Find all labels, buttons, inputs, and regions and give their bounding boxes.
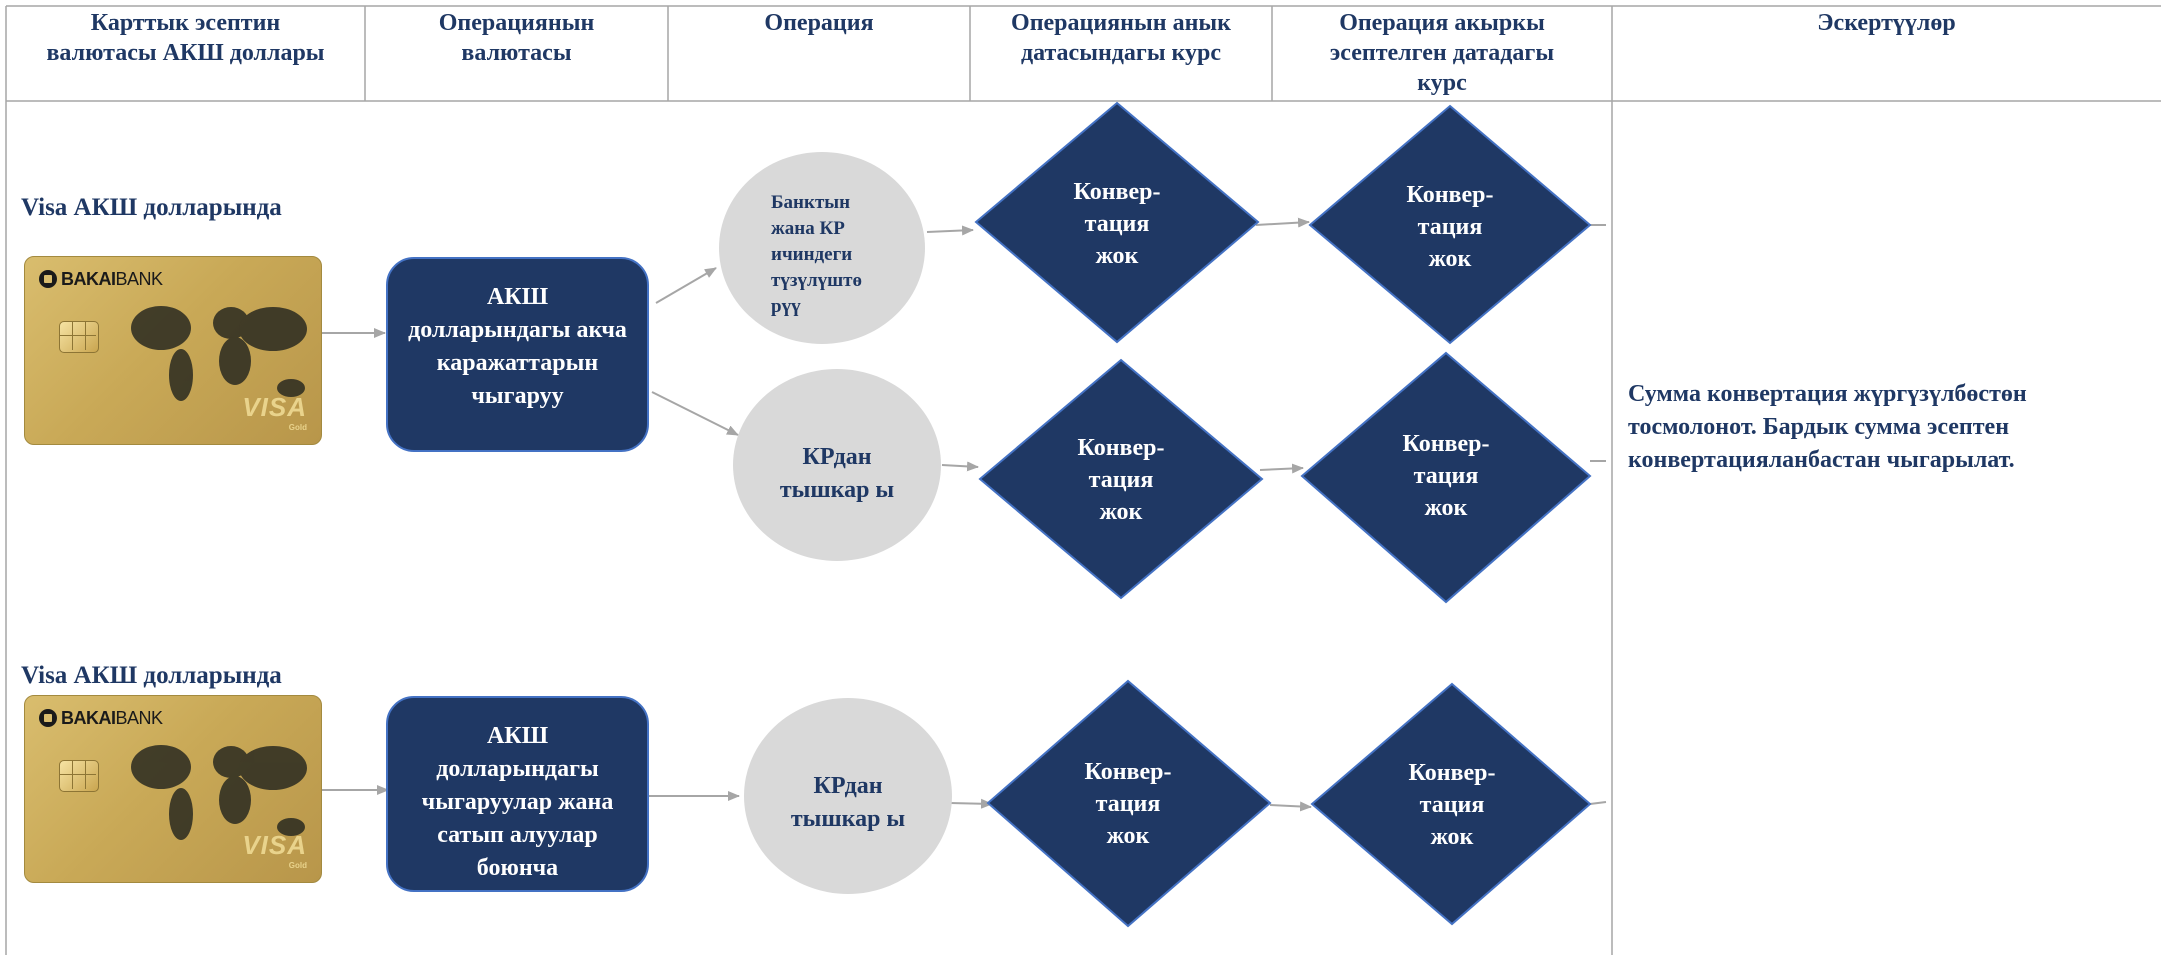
chip-icon bbox=[59, 321, 99, 353]
row2-op1-final-text: Конвер- тация жок bbox=[1408, 760, 1496, 850]
diamond-row1-op2-actual bbox=[978, 358, 1264, 600]
row1-label: Visa АКШ долларында bbox=[21, 194, 282, 221]
row1-op2-oval: КРдан тышкар ы bbox=[733, 369, 941, 561]
diamond-row1-op2-final bbox=[1300, 351, 1592, 604]
arrow-diamond1-to-diamond2 bbox=[1255, 217, 1310, 228]
row1-op2-actual-text: Конвер- тация жок bbox=[1077, 435, 1165, 525]
row2-currency-box-text: АКШ долларындагы чыгаруулар жана сатып а… bbox=[421, 723, 614, 881]
arrow-oval2-to-diamond3 bbox=[941, 461, 979, 472]
arrow-diamond5-to-diamond6 bbox=[1269, 801, 1312, 812]
column-header-rate-actual-date: Операциянын анык датасындагы курс bbox=[1011, 10, 1231, 66]
row2-label: Visa АКШ долларында bbox=[21, 662, 282, 689]
brand-bold: BAKAI bbox=[61, 708, 116, 728]
arrow-oval3-to-diamond5 bbox=[949, 798, 993, 809]
bank-logo: BAKAIBANK bbox=[39, 708, 163, 729]
arrow-oval1-to-diamond1 bbox=[926, 225, 974, 236]
card-network: VISA bbox=[242, 830, 307, 860]
column-header-operation-currency: Операциянын валютасы bbox=[438, 10, 595, 66]
brand-light: BANK bbox=[115, 269, 164, 289]
diamond-row2-op1-actual bbox=[986, 679, 1272, 928]
notes-text: Сумма конвертация жүргүзүлбөстөн тосмоло… bbox=[1628, 381, 2027, 473]
row1-op2-final-text: Конвер- тация жок bbox=[1402, 431, 1490, 521]
bakai-logo-icon bbox=[39, 270, 57, 288]
world-map-icon bbox=[131, 306, 307, 401]
stub-diamond6 bbox=[1589, 801, 1607, 805]
arrow-box1-to-oval1 bbox=[655, 267, 717, 304]
row1-op1-text: Банктын жана КР ичиндеги түзүлүштө рүү bbox=[771, 192, 863, 317]
brand-light: BANK bbox=[115, 708, 164, 728]
chip-icon bbox=[59, 760, 99, 792]
card-tier: Gold bbox=[288, 423, 307, 432]
world-map-icon bbox=[131, 745, 307, 840]
column-header-operation: Операция bbox=[764, 10, 874, 36]
row1-currency-box: АКШ долларындагы акча каражаттарын чыгар… bbox=[386, 257, 649, 452]
diamond-row2-op1-final bbox=[1310, 682, 1592, 926]
arrow-diamond3-to-diamond4 bbox=[1259, 463, 1304, 474]
diamond-row1-op1-actual bbox=[974, 101, 1260, 344]
row1-op1-final-text: Конвер- тация жок bbox=[1406, 182, 1494, 272]
card-tier: Gold bbox=[288, 861, 307, 870]
row2-op1-oval: КРдан тышкар ы bbox=[744, 698, 952, 894]
row1-op1-oval: Банктын жана КР ичиндеги түзүлүштө рүү bbox=[719, 152, 925, 344]
column-header-notes: Эскертүүлөр bbox=[1817, 10, 1956, 36]
brand-bold: BAKAI bbox=[61, 269, 116, 289]
row2-op1-actual-text: Конвер- тация жок bbox=[1084, 759, 1172, 849]
arrow-box1-to-oval2 bbox=[651, 391, 739, 436]
bank-logo: BAKAIBANK bbox=[39, 269, 163, 290]
row1-currency-box-text: АКШ долларындагы акча каражаттарын чыгар… bbox=[408, 284, 627, 409]
row1-op1-actual-text: Конвер- тация жок bbox=[1073, 179, 1161, 269]
card-network: VISA bbox=[242, 392, 307, 422]
row2-currency-box: АКШ долларындагы чыгаруулар жана сатып а… bbox=[386, 696, 649, 892]
bakai-logo-icon bbox=[39, 709, 57, 727]
row2-op1-text: КРдан тышкар ы bbox=[790, 773, 906, 832]
column-header-rate-final-date: Операция акыркы эсептелген датадагы курс bbox=[1329, 10, 1555, 96]
column-header-card-currency: Карттык эсептин валютасы АКШ доллары bbox=[46, 10, 325, 66]
row1-op2-text: КРдан тышкар ы bbox=[779, 444, 895, 503]
diamond-row1-op1-final bbox=[1308, 104, 1592, 345]
